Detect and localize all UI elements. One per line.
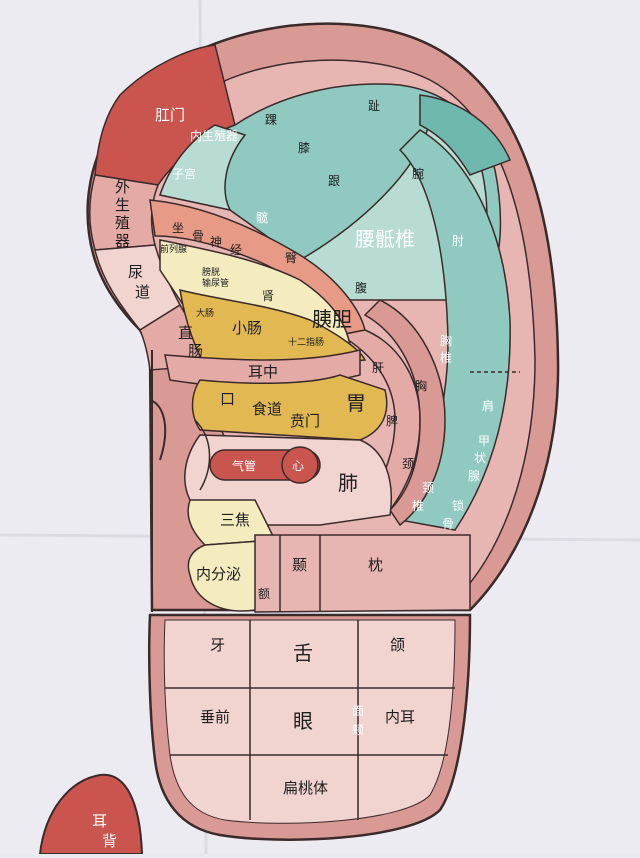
label-ear-back-2: 背: [102, 832, 117, 850]
label-eye: 眼: [293, 709, 313, 733]
label-buttock: 臀: [285, 251, 297, 265]
label-thyroid-1: 甲: [478, 434, 490, 448]
label-cervical-1: 颈: [422, 481, 434, 495]
label-sciatic-2: 骨: [192, 229, 204, 243]
label-neck: 颈: [402, 457, 414, 471]
label-shoulder: 肩: [482, 398, 494, 413]
label-ear-back-1: 耳: [92, 812, 107, 830]
label-triple-energizer: 三焦: [220, 511, 250, 529]
label-endocrine: 内分泌: [196, 565, 241, 583]
label-lung: 肺: [338, 471, 358, 495]
label-pancreas-gallbladder: 胰胆: [312, 307, 352, 331]
label-lumbosacral: 腰骶椎: [355, 227, 415, 251]
label-sciatic-1: 坐: [172, 221, 184, 235]
label-bladder: 膀胱: [202, 266, 220, 278]
label-urethra-1: 尿: [128, 263, 143, 281]
label-clavicle-2: 骨: [442, 517, 454, 531]
label-ear-center: 耳中: [248, 363, 278, 381]
label-rectum-2: 肠: [188, 342, 203, 360]
label-knee: 膝: [298, 141, 310, 155]
label-tonsil: 扁桃体: [283, 779, 328, 797]
label-liver: 肝: [372, 361, 384, 375]
intertragic-notch: [194, 419, 211, 491]
label-hip-joint: 髋: [256, 210, 268, 225]
label-cervical-2: 椎: [412, 498, 424, 513]
label-sciatic-4: 经: [230, 243, 242, 257]
label-urethra-2: 道: [135, 283, 150, 301]
stomach-region: [191, 374, 388, 441]
label-inner-ear: 内耳: [385, 708, 415, 726]
label-duodenum: 十二指肠: [288, 336, 324, 348]
label-teeth: 牙: [210, 636, 225, 654]
label-ureter: 输尿管: [202, 277, 229, 289]
label-external-genitalia-2: 生: [115, 196, 130, 214]
label-occiput: 枕: [368, 556, 383, 574]
antihelix-body-region: [398, 129, 511, 531]
label-external-genitalia-1: 外: [115, 178, 130, 196]
intestine-region: [179, 288, 367, 376]
tragus-outline: [149, 350, 167, 612]
chest-band: [363, 299, 446, 527]
label-stomach: 胃: [346, 391, 366, 415]
label-kidney: 肾: [262, 289, 274, 303]
label-rectum-1: 直: [178, 324, 193, 342]
uterus-region: [159, 124, 247, 212]
label-large-intestine: 大肠: [196, 307, 214, 319]
label-cheek-2: 颊: [352, 723, 364, 737]
label-thyroid-2: 状: [474, 451, 486, 465]
label-jaw: 颌: [390, 636, 405, 654]
antitragus-region: [254, 534, 471, 613]
finger-region: [419, 94, 511, 176]
label-abdomen: 腹: [355, 281, 367, 295]
label-anus: 肛门: [155, 106, 185, 124]
label-forehead: 额: [258, 587, 270, 601]
label-elbow: 肘: [452, 233, 464, 248]
label-external-genitalia-4: 器: [115, 232, 130, 250]
label-heart: 心: [292, 459, 304, 473]
label-uterus: 子宫: [172, 166, 196, 181]
label-thyroid-3: 腺: [468, 469, 480, 483]
label-ankle: 踝: [265, 113, 277, 127]
label-sciatic-3: 神: [210, 235, 222, 249]
label-wrist: 腕: [412, 166, 424, 181]
label-clavicle-1: 锁: [452, 498, 464, 513]
ear-back-region: [38, 773, 144, 855]
label-temple: 颞: [292, 556, 307, 574]
label-spleen: 脾: [386, 413, 398, 428]
label-cardia: 贲门: [290, 412, 320, 430]
label-mouth: 口: [220, 390, 235, 408]
label-chest: 胸: [415, 378, 427, 393]
label-anterior-lobe: 垂前: [200, 708, 230, 726]
label-thoracic-2: 椎: [440, 350, 452, 365]
label-cheek-1: 面: [352, 704, 364, 718]
earlobe-inner: [163, 619, 456, 824]
label-tongue: 舌: [293, 641, 313, 665]
label-small-intestine: 小肠: [232, 319, 262, 337]
label-internal-genitalia: 内生殖器: [190, 128, 238, 143]
label-external-genitalia-3: 殖: [115, 214, 130, 232]
label-heel: 跟: [328, 174, 340, 188]
label-trachea: 气管: [232, 458, 256, 473]
label-prostate: 前列腺: [160, 243, 187, 255]
label-esophagus: 食道: [252, 400, 282, 418]
label-thoracic-1: 胸: [440, 333, 452, 348]
label-toe: 趾: [368, 99, 380, 113]
heart-circle: [281, 446, 319, 484]
